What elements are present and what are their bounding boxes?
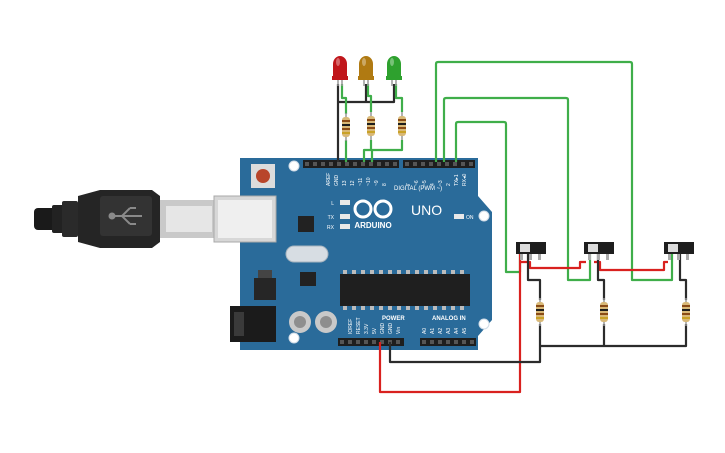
analog-pin-label: A2 <box>438 328 444 334</box>
wire-black-pulldown-3[interactable] <box>678 254 688 300</box>
digital-pin-label: ~10 <box>366 177 372 186</box>
led-rx-label: RX <box>327 225 335 231</box>
wire-green-switch2[interactable] <box>442 96 592 282</box>
slide-switch-2[interactable] <box>584 242 614 260</box>
digital-pin-label: GND <box>334 175 340 187</box>
wire-black-pulldown-1[interactable] <box>526 254 542 300</box>
slide-switch-1[interactable] <box>516 242 546 260</box>
brand-label: ARDUINO <box>354 221 391 230</box>
digital-pin-label: ~3 <box>438 180 444 186</box>
digital-pin-label: ~11 <box>358 178 364 186</box>
wire-green-led-green[interactable] <box>394 84 404 112</box>
digital-pin-label: 7 <box>406 183 412 186</box>
power-label: POWER <box>382 316 405 322</box>
digital-pin-label: 13 <box>342 180 348 186</box>
wire-green-led-red[interactable] <box>340 84 348 114</box>
analog-pin-label: A4 <box>454 328 460 334</box>
model-label: UNO <box>411 202 442 218</box>
slide-switch-3[interactable] <box>664 242 694 260</box>
digital-pin-label: 12 <box>350 180 356 186</box>
wire-green-led-yellow[interactable] <box>366 84 373 112</box>
arduino-logo-icon <box>353 199 393 219</box>
power-pin-label: 5V <box>372 327 378 334</box>
wire-black-gnd-bus[interactable] <box>540 324 688 348</box>
resistor-pulldown-2[interactable] <box>600 298 608 326</box>
atmega-chip <box>340 274 470 306</box>
led-l-label: L <box>331 201 334 207</box>
resistor-led-yellow[interactable] <box>367 112 375 140</box>
wire-red-5v[interactable] <box>378 254 522 394</box>
resistor-pulldown-1[interactable] <box>536 298 544 326</box>
wire-green-switch1[interactable] <box>454 120 522 274</box>
led-tx-label: TX <box>328 215 335 221</box>
digital-pin-label: RX◂0 <box>462 174 468 186</box>
power-pin-label: IOREF <box>348 319 354 334</box>
usb-icon <box>108 207 142 225</box>
digital-pin-label: ~5 <box>422 180 428 186</box>
wire-red-bus-1[interactable] <box>520 260 586 270</box>
analog-pin-label: A0 <box>422 328 428 334</box>
analog-pin-label: A3 <box>446 328 452 334</box>
wire-black-gnd[interactable] <box>388 324 542 364</box>
power-pin-label: RESET <box>356 317 362 334</box>
digital-pin-label: ~9 <box>374 180 380 186</box>
analog-pin-label: A5 <box>462 328 468 334</box>
led-green[interactable] <box>386 56 402 86</box>
resistor-pulldown-3[interactable] <box>682 298 690 326</box>
digital-pin-label: 4 <box>430 183 436 186</box>
power-pin-label: GND <box>380 323 386 335</box>
digital-pin-label: ~6 <box>414 180 420 186</box>
led-on-label: ON <box>466 215 474 221</box>
wire-green-pin10[interactable] <box>370 140 404 162</box>
power-pin-label: 3.3V <box>364 323 370 334</box>
wires <box>336 60 688 394</box>
resistor-led-green[interactable] <box>398 112 406 140</box>
digital-label: DIGITAL (PWM ~) <box>394 186 442 192</box>
led-yellow[interactable] <box>358 56 374 86</box>
wire-green-pin11[interactable] <box>362 140 373 162</box>
power-pin-label: GND <box>388 323 394 335</box>
digital-pin-label: 2 <box>446 183 452 186</box>
digital-pin-label: 8 <box>382 183 388 186</box>
wire-black-pulldown-2[interactable] <box>596 254 606 300</box>
reset-button[interactable] <box>251 164 275 188</box>
digital-pin-label: TX▸1 <box>454 174 460 186</box>
wire-green-switch3[interactable] <box>434 60 674 282</box>
analog-label: ANALOG IN <box>432 316 466 322</box>
power-pin-label: Vin <box>396 327 402 334</box>
usb-cable[interactable] <box>34 190 218 248</box>
digital-pin-label: AREF <box>326 173 332 186</box>
resistor-led-red[interactable] <box>342 113 350 141</box>
analog-pin-label: A1 <box>430 328 436 334</box>
led-red[interactable] <box>332 56 348 86</box>
